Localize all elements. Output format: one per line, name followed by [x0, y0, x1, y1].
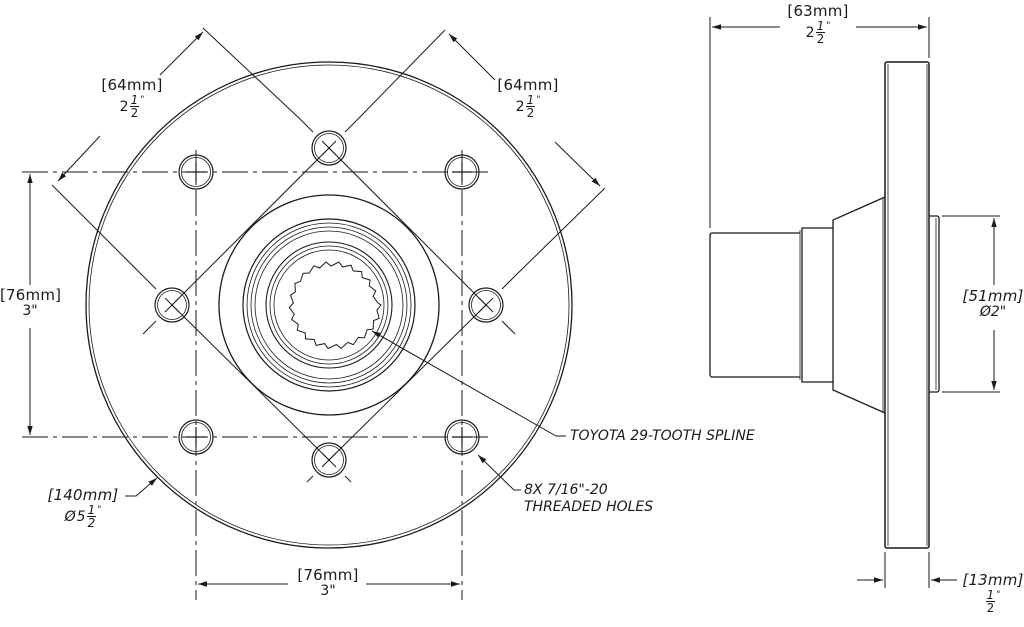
note-holes-line1: 8X 7/16"-20 [524, 482, 608, 498]
dim-whole: 2 [805, 24, 815, 41]
leader-threaded-holes [477, 454, 521, 491]
diameter-symbol: Ø [64, 508, 76, 525]
dim-metric: [64mm] [497, 76, 559, 94]
dim-line-diag-left [57, 31, 204, 182]
dim-metric: [76mm] [0, 286, 62, 304]
dim-label-pilot-diameter: [51mm] Ø2" [962, 287, 1024, 320]
threaded-hole-plus-tl [178, 154, 214, 190]
threaded-hole-x-bottom [306, 442, 352, 483]
side-collar [801, 227, 833, 383]
dim-line-diag-right [448, 33, 601, 187]
dim-imperial: 3" [320, 583, 336, 599]
frac-num: 1 [86, 503, 97, 517]
side-view [709, 17, 1000, 588]
frac-den: 2 [130, 106, 139, 120]
inch-mark: " [536, 95, 541, 105]
threaded-hole-x-left [142, 275, 190, 335]
dim-whole: 2 [515, 98, 525, 115]
threaded-hole-plus-br [444, 419, 480, 455]
frac-num: 1 [815, 19, 826, 33]
outer-flange-circle [85, 61, 573, 549]
side-cone [832, 196, 886, 414]
diamond-pattern-lines [171, 147, 487, 461]
note-threaded-holes: 8X 7/16"-20 THREADED HOLES [524, 482, 653, 516]
dim-metric: [63mm] [787, 2, 849, 20]
inch-mark: " [140, 95, 145, 105]
frac-den: 2 [816, 32, 825, 46]
dim-label-horizontal: [76mm] 3" [288, 566, 368, 599]
frac-num: 1 [985, 588, 996, 602]
side-pilot [929, 215, 940, 393]
frac-num: 1 [129, 93, 140, 107]
dim-metric: [140mm] [47, 486, 119, 504]
frac-num: 1 [525, 93, 536, 107]
threaded-hole-x-top [299, 118, 359, 166]
threaded-hole-plus-tr [444, 154, 480, 190]
dim-metric: [51mm] [962, 287, 1024, 305]
dim-whole: 5 [76, 508, 86, 525]
hub-outer-ring [218, 194, 440, 416]
frac-den: 2 [526, 106, 535, 120]
side-shaft [709, 232, 800, 378]
dim-metric: [13mm] [962, 571, 1024, 589]
dim-whole: 2 [119, 98, 129, 115]
inch-mark: " [97, 505, 102, 515]
dim-imperial: 3" [22, 303, 38, 319]
note-spline: TOYOTA 29-TOOTH SPLINE [570, 428, 755, 444]
dim-label-vertical: [76mm] 3" [0, 286, 62, 319]
dim-metric: [76mm] [297, 566, 359, 584]
frac-den: 2 [986, 601, 995, 615]
threaded-hole-plus-bl [178, 419, 214, 455]
inch-mark: " [826, 21, 831, 31]
note-holes-line2: THREADED HOLES [524, 499, 654, 515]
spline-teeth [288, 261, 382, 350]
diag-extension-lines [51, 27, 606, 277]
threaded-hole-x-right [468, 275, 516, 335]
dim-metric: [64mm] [101, 76, 163, 94]
side-flange [884, 61, 930, 549]
front-view [22, 27, 606, 600]
inch-mark: " [996, 590, 1001, 600]
leader-outer-diameter [125, 477, 158, 497]
leader-spline [371, 330, 566, 437]
centerlines [22, 150, 488, 600]
dim-imperial: Ø2" [979, 304, 1007, 320]
frac-den: 2 [87, 516, 96, 530]
